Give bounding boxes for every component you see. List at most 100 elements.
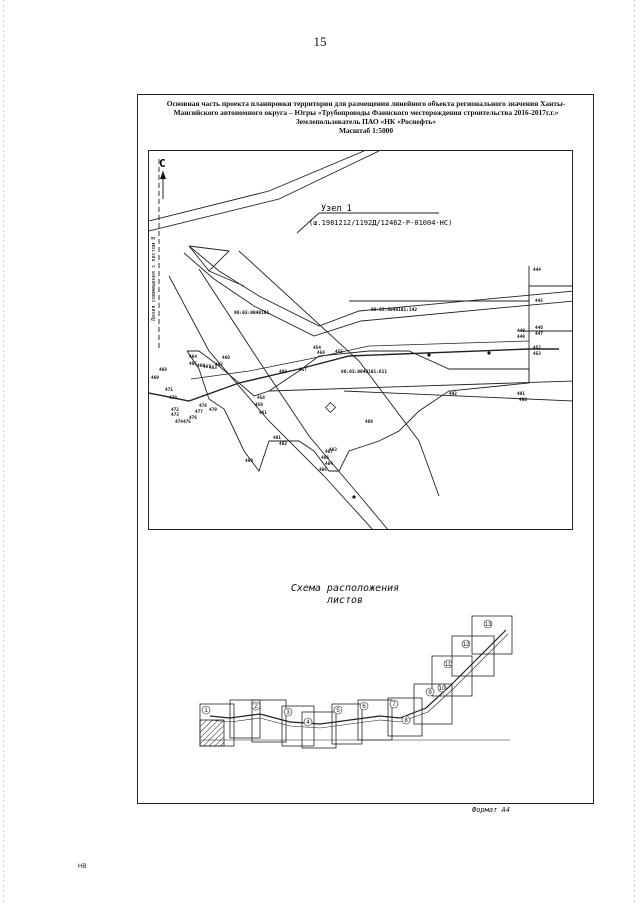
plan-map: С Узел 1 (ш.1981212/1192Д/12462-Р-01004-… bbox=[148, 150, 573, 530]
sheet-number: 2 bbox=[254, 704, 258, 710]
sheet-number-circle bbox=[333, 705, 343, 715]
right-bottom-line bbox=[343, 390, 572, 402]
sheet-number-circle bbox=[283, 707, 293, 717]
match-line-label: Линия совмещения с листом 8 bbox=[151, 237, 157, 321]
point-label: 484 bbox=[325, 461, 333, 467]
header-scale: Масштаб 1:5000 bbox=[338, 126, 394, 135]
node-code: (ш.1981212/1192Д/12462-Р-01004-НС) bbox=[309, 219, 452, 227]
route-line bbox=[209, 629, 507, 725]
point-label: 485 bbox=[319, 467, 327, 473]
point-label: 482 bbox=[279, 441, 287, 447]
point-label: 490 bbox=[519, 397, 527, 403]
sheet-layout-title-line-1: Схема расположения bbox=[290, 583, 400, 594]
parcel-number: 86:03:0040101 bbox=[234, 310, 270, 316]
point-label: 470 bbox=[169, 395, 177, 401]
point-label: 488 bbox=[279, 369, 287, 375]
point-label: 487 bbox=[325, 449, 333, 455]
sheet-number-circle bbox=[303, 717, 313, 727]
point-label: 458 bbox=[257, 395, 265, 401]
parcel-number: 86:03:0040101:611 bbox=[341, 369, 387, 375]
sheet-frame bbox=[331, 703, 363, 745]
sheet-number-circle bbox=[461, 639, 471, 649]
point-label: 489 bbox=[365, 419, 373, 425]
sheet-number-circle bbox=[389, 699, 399, 709]
sheet-layout-title-line-2: листов bbox=[326, 595, 364, 606]
sheet-number: 6 bbox=[362, 704, 366, 710]
sheet-number-circle bbox=[251, 701, 261, 711]
point-label: 447 bbox=[535, 331, 543, 337]
node-label: Узел 1 bbox=[321, 204, 352, 214]
road-corridor-upper bbox=[188, 245, 572, 327]
point-label: 444 bbox=[533, 267, 541, 273]
diagonal-corridor-edge bbox=[198, 268, 388, 529]
point-label: 466 bbox=[197, 363, 205, 369]
point-label: 480 bbox=[245, 458, 253, 464]
drawing-sheet-frame bbox=[137, 94, 594, 804]
point-label: 468 bbox=[159, 367, 167, 373]
well-dot bbox=[427, 353, 431, 357]
point-label: 448 bbox=[517, 328, 525, 334]
point-label: 492 bbox=[449, 391, 457, 397]
point-label: 457 bbox=[299, 367, 307, 373]
point-label: 478 bbox=[199, 403, 207, 409]
sheet-frame bbox=[451, 635, 495, 677]
sheet-number-circle bbox=[437, 683, 447, 693]
north-arrow-head-icon bbox=[160, 171, 166, 179]
point-label: 467 bbox=[203, 364, 211, 370]
parcel-boundary-polygon bbox=[186, 350, 530, 472]
point-label: 455 bbox=[335, 349, 343, 355]
well-dot bbox=[487, 351, 491, 355]
sheet-number-circle bbox=[425, 687, 435, 697]
sheet-number-circle bbox=[443, 659, 453, 669]
sheet-number: 1 bbox=[204, 708, 208, 714]
sheet-number-circle bbox=[401, 715, 411, 725]
header-line-3: Землепользователь ПАО «НК «Роснефть» bbox=[295, 117, 437, 126]
hatched-area bbox=[199, 719, 225, 747]
point-label: 477 bbox=[195, 409, 203, 415]
sheet-frame bbox=[471, 615, 513, 655]
sheet-number: 10 bbox=[439, 686, 446, 692]
point-label: 472 bbox=[171, 407, 179, 413]
point-label: 454 bbox=[313, 345, 321, 351]
junction-line bbox=[208, 270, 245, 287]
sheet-number-circle bbox=[359, 701, 369, 711]
sheet-number: 8 bbox=[404, 718, 408, 724]
sheet-number: 13 bbox=[485, 622, 492, 628]
point-label: 464 bbox=[189, 354, 197, 360]
point-label: 465 bbox=[189, 361, 197, 367]
right-lower-line bbox=[268, 380, 572, 392]
sheet-number-circle bbox=[483, 619, 493, 629]
point-label: 461 bbox=[259, 410, 267, 416]
sheet-number: 5 bbox=[336, 708, 340, 714]
point-label: 473 bbox=[171, 412, 179, 418]
point-label: 471 bbox=[165, 387, 173, 393]
node-leader-line bbox=[296, 212, 439, 234]
right-scan-edge bbox=[634, 0, 635, 905]
junction-triangle bbox=[188, 245, 230, 272]
corner-mark: НВ bbox=[78, 864, 87, 870]
point-label: 483 bbox=[329, 447, 337, 453]
page-number: 15 bbox=[313, 34, 327, 49]
well-dot bbox=[352, 495, 356, 499]
sheet-frame bbox=[413, 683, 453, 725]
sheet-layout-scheme: 1 2 3 4 5 6 7 8 9 10 11 12 13 bbox=[199, 615, 513, 749]
header-line-1: Основная часть проекта планировки террит… bbox=[166, 99, 566, 108]
parcel-number: 86:03:0040101:142 bbox=[371, 307, 417, 313]
land-boundary-line bbox=[149, 151, 365, 222]
road-corridor-lower bbox=[183, 252, 572, 337]
sheet-number: 3 bbox=[286, 710, 290, 716]
point-label: 481 bbox=[273, 435, 281, 441]
point-label: 449 bbox=[517, 334, 525, 340]
sheet-frame bbox=[229, 699, 261, 739]
point-label: 474 bbox=[175, 419, 183, 425]
sheet-layout-title: Схема расположения листов bbox=[285, 583, 405, 607]
sheet-number-circle bbox=[201, 705, 211, 715]
sheet-number: 4 bbox=[306, 720, 310, 726]
point-label: 452 bbox=[533, 345, 541, 351]
header-line-2: Мансийского автономного округа – Югры «Т… bbox=[173, 108, 559, 117]
point-label: 456 bbox=[317, 350, 325, 356]
sheet-frame bbox=[281, 705, 315, 747]
point-label: 463 bbox=[209, 365, 217, 371]
sheet-number: 12 bbox=[463, 642, 470, 648]
point-label: 479 bbox=[209, 407, 217, 413]
